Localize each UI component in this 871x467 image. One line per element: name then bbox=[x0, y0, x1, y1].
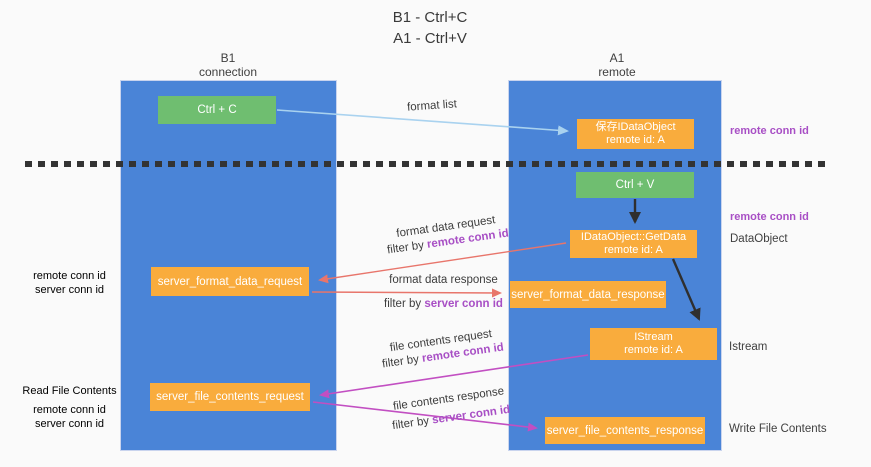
title-line-2: A1 - Ctrl+V bbox=[393, 30, 467, 47]
node-save-idataobject-line1: 保存IDataObject bbox=[595, 121, 676, 133]
node-server-file-contents-request-label: server_file_contents_request bbox=[156, 391, 304, 403]
node-save-idataobject: 保存IDataObject remote id: A bbox=[577, 119, 694, 149]
node-save-idataobject-line2: remote id: A bbox=[606, 134, 665, 146]
node-server-format-data-response: server_format_data_response bbox=[510, 281, 666, 308]
node-server-format-data-response-label: server_format_data_response bbox=[511, 288, 665, 301]
flow-label-format-data-response-filter: filter by server conn id bbox=[377, 297, 510, 312]
node-server-file-contents-response-label: server_file_contents_response bbox=[546, 424, 704, 437]
filter-by-text: filter by bbox=[384, 298, 425, 310]
filter-by-text: filter by bbox=[381, 352, 423, 371]
flow-label-format-data-response-text: format data response bbox=[389, 274, 498, 286]
label-remote-conn-id-left-bottom: remote conn id bbox=[33, 404, 106, 416]
label-server-conn-id-left-top: server conn id bbox=[34, 284, 105, 296]
flow-label-file-contents-request: file contents request filter by remote c… bbox=[375, 325, 510, 373]
label-istream: Istream bbox=[729, 341, 768, 353]
node-server-file-contents-request: server_file_contents_request bbox=[150, 383, 310, 411]
server-conn-id-text: server conn id bbox=[424, 298, 503, 310]
label-remote-conn-id-left-top: remote conn id bbox=[33, 270, 106, 282]
node-getdata-line1: IDataObject::GetData bbox=[580, 231, 687, 243]
flow-label-file-contents-response: file contents response filter by server … bbox=[380, 383, 519, 436]
node-idataobject-getdata: IDataObject::GetData remote id: A bbox=[570, 230, 697, 258]
lane-a1-subtitle: remote bbox=[598, 65, 636, 79]
label-dataobject: DataObject bbox=[730, 233, 788, 245]
node-server-format-data-request: server_format_data_request bbox=[151, 267, 309, 296]
filter-by-text: filter by bbox=[386, 238, 428, 257]
label-write-file-contents: Write File Contents bbox=[729, 423, 827, 435]
lane-header-b1: B1 connection bbox=[158, 51, 298, 79]
node-ctrl-c: Ctrl + C bbox=[158, 96, 276, 124]
flow-label-format-list-text: format list bbox=[406, 98, 458, 114]
node-server-file-contents-response: server_file_contents_response bbox=[545, 417, 705, 444]
node-istream: IStream remote id: A bbox=[590, 328, 717, 360]
node-getdata-line2: remote id: A bbox=[604, 244, 663, 256]
lane-b1-name: B1 bbox=[220, 51, 236, 65]
label-remote-conn-id-right-mid: remote conn id bbox=[730, 211, 809, 223]
node-istream-line1: IStream bbox=[634, 331, 673, 343]
diagram-title: B1 - Ctrl+C A1 - Ctrl+V bbox=[0, 7, 860, 49]
lane-b1-subtitle: connection bbox=[198, 65, 258, 79]
lane-a1-name: A1 bbox=[609, 51, 625, 65]
node-istream-line2: remote id: A bbox=[624, 344, 683, 356]
title-line-1: B1 - Ctrl+C bbox=[392, 9, 468, 26]
filter-by-text: filter by bbox=[391, 414, 434, 433]
label-group-left-conn-ids-bottom: Read File Contents remote conn id server… bbox=[22, 384, 117, 431]
label-remote-conn-id-right-top: remote conn id bbox=[730, 125, 809, 137]
flow-label-format-data-response: format data response filter by server co… bbox=[377, 273, 510, 312]
node-ctrl-v-label: Ctrl + V bbox=[615, 179, 655, 191]
node-ctrl-c-label: Ctrl + C bbox=[197, 104, 237, 116]
node-ctrl-v: Ctrl + V bbox=[576, 172, 694, 198]
lane-header-a1: A1 remote bbox=[547, 51, 687, 79]
label-group-left-conn-ids-top: remote conn id server conn id bbox=[22, 269, 117, 297]
label-server-conn-id-left-bottom: server conn id bbox=[34, 418, 105, 430]
flow-label-format-data-request: format data request filter by remote con… bbox=[380, 211, 515, 259]
label-read-file-contents: Read File Contents bbox=[22, 385, 117, 397]
node-server-format-data-request-label: server_format_data_request bbox=[157, 275, 303, 288]
flow-label-format-list: format list bbox=[393, 96, 472, 116]
